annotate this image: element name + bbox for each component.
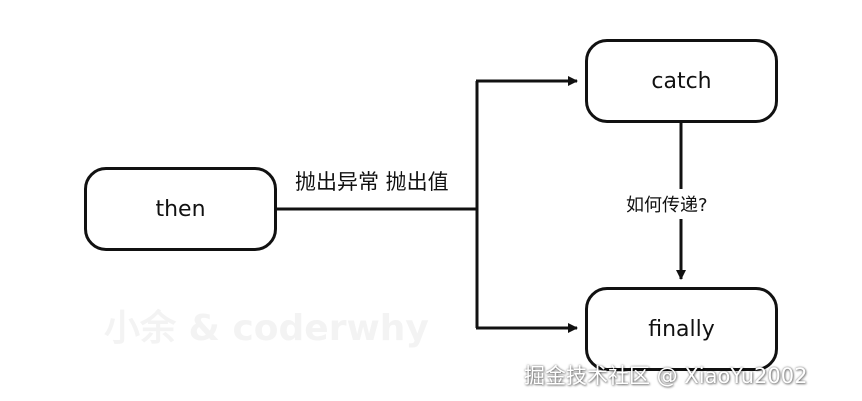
watermark-author: 小余 & coderwhy xyxy=(104,308,429,349)
edge-label-pass: 如何传递? xyxy=(622,189,712,219)
node-finally: finally xyxy=(585,287,778,371)
edge-label-throw: 抛出异常 抛出值 xyxy=(295,170,449,194)
node-then: then xyxy=(84,167,277,251)
watermark-site: 掘金技术社区 @ XiaoYu2002 xyxy=(524,364,808,388)
node-catch: catch xyxy=(585,39,778,123)
